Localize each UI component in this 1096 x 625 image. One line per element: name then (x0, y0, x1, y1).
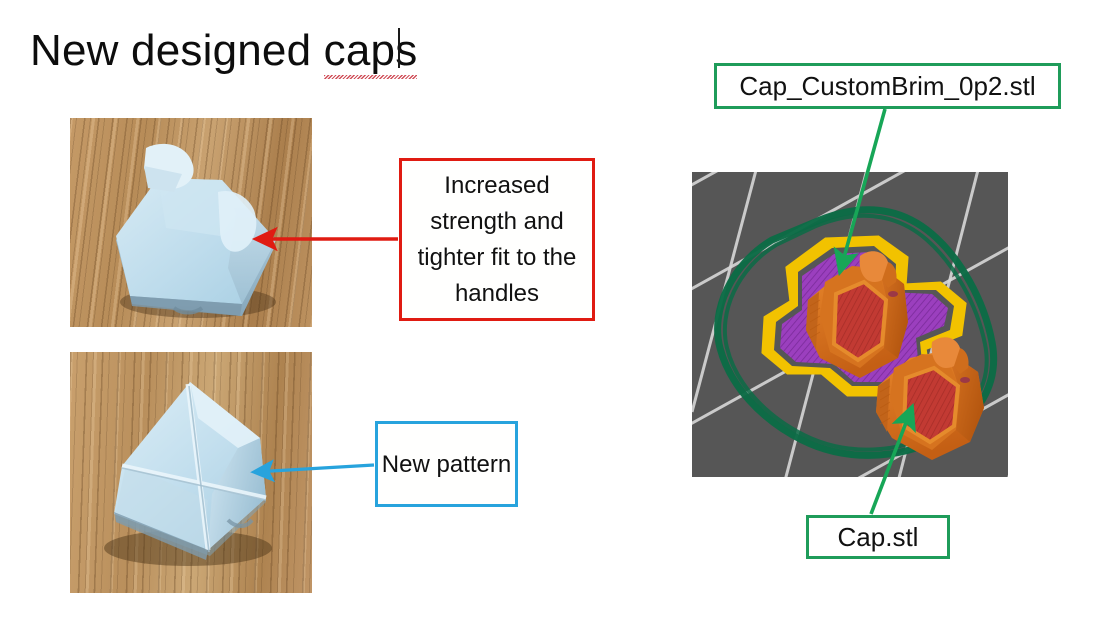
callout-cap-file[interactable]: Cap.stl (806, 515, 950, 559)
title-text-before: New designed (30, 26, 324, 75)
title-misspelled-word: caps (323, 24, 418, 79)
cap-pattern-illustration (104, 382, 272, 566)
photo-cap-side-view (70, 118, 312, 327)
callout-custom-brim-file-label: Cap_CustomBrim_0p2.stl (739, 70, 1036, 101)
callout-increased-strength[interactable]: Increased strength and tighter fit to th… (399, 158, 595, 321)
title-misspelled-text: caps (323, 26, 418, 75)
spellcheck-underline-icon (323, 75, 418, 79)
callout-new-pattern[interactable]: New pattern (375, 421, 518, 507)
callout-increased-strength-label: Increased strength and tighter fit to th… (417, 171, 577, 307)
callout-custom-brim-file[interactable]: Cap_CustomBrim_0p2.stl (714, 63, 1061, 109)
slicer-preview (692, 172, 1008, 477)
slicer-object-cap-custom-brim (806, 251, 908, 378)
text-caret (398, 28, 401, 68)
callout-new-pattern-label: New pattern (381, 450, 512, 478)
slicer-objects (714, 206, 998, 460)
callout-cap-file-label: Cap.stl (837, 521, 919, 552)
cap-side-view-illustration (116, 143, 276, 318)
page-title: New designed caps (30, 24, 418, 79)
photo-cap-pattern-view (70, 352, 312, 593)
